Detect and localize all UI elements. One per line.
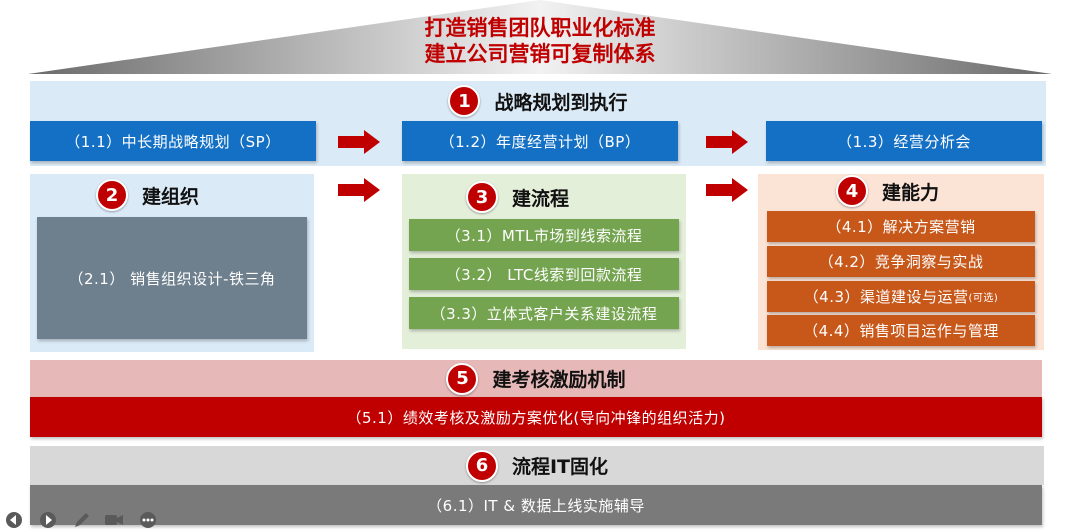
item-4-3: （4.3）渠道建设与运营(可选) — [767, 281, 1035, 312]
section1-number-badge: 1 — [448, 85, 481, 117]
item-4-3-label: （4.3）渠道建设与运营 — [803, 288, 969, 306]
roof-title-line2: 建立公司营销可复制体系 — [424, 42, 656, 66]
section5-header: 5 建考核激励机制 — [30, 360, 1042, 397]
section3-number-badge: 3 — [466, 181, 498, 213]
item-5-1: （5.1）绩效考核及激励方案优化(导向冲锋的组织活力) — [30, 397, 1042, 437]
item-3-1: （3.1）MTL市场到线索流程 — [409, 219, 679, 251]
item-4-3-note: (可选) — [968, 293, 999, 304]
pen-icon[interactable] — [72, 510, 92, 530]
camera-icon[interactable] — [104, 510, 124, 530]
item-4-2: （4.2）竞争洞察与实战 — [767, 246, 1035, 277]
section2-number-badge: 2 — [96, 179, 128, 211]
arrow-right-icon — [338, 178, 380, 202]
section1-header: 1 战略规划到执行 — [30, 81, 1046, 121]
item-4-4: （4.4）销售项目运作与管理 — [767, 315, 1035, 346]
section6-title: 流程IT固化 — [511, 456, 609, 478]
section4-header: 4 建能力 — [836, 174, 939, 208]
arrow-right-icon — [706, 178, 748, 202]
item-6-1: （6.1）IT & 数据上线实施辅导 — [30, 485, 1042, 525]
section5-number-badge: 5 — [446, 362, 479, 395]
section4-title: 建能力 — [882, 181, 940, 204]
section6-number-badge: 6 — [465, 449, 498, 482]
item-3-2: （3.2） LTC线索到回款流程 — [409, 258, 679, 290]
arrow-right-icon — [338, 130, 380, 154]
prev-icon[interactable] — [4, 510, 24, 530]
more-icon[interactable] — [138, 510, 158, 530]
item-1-2: （1.2）年度经营计划（BP） — [402, 121, 678, 161]
section3-header: 3 建流程 — [466, 180, 569, 214]
section2-header: 2 建组织 — [96, 178, 199, 212]
item-2-1: （2.1） 销售组织设计-铁三角 — [37, 217, 307, 339]
section6-header: 6 流程IT固化 — [30, 446, 1044, 485]
section1-title: 战略规划到执行 — [494, 91, 628, 114]
section4-number-badge: 4 — [836, 175, 868, 207]
item-1-3: （1.3）经营分析会 — [766, 121, 1042, 161]
item-1-1: （1.1）中长期战略规划（SP） — [30, 121, 316, 161]
item-4-1: （4.1）解决方案营销 — [767, 211, 1035, 242]
section5-title: 建考核激励机制 — [492, 369, 626, 391]
arrow-right-icon — [706, 130, 748, 154]
section3-title: 建流程 — [512, 187, 570, 210]
section2-title: 建组织 — [142, 185, 200, 208]
play-icon[interactable] — [38, 510, 58, 530]
item-3-3: （3.3）立体式客户关系建设流程 — [409, 297, 679, 329]
roof-triangle — [28, 0, 1052, 74]
roof-title-line1: 打造销售团队职业化标准 — [424, 16, 656, 40]
